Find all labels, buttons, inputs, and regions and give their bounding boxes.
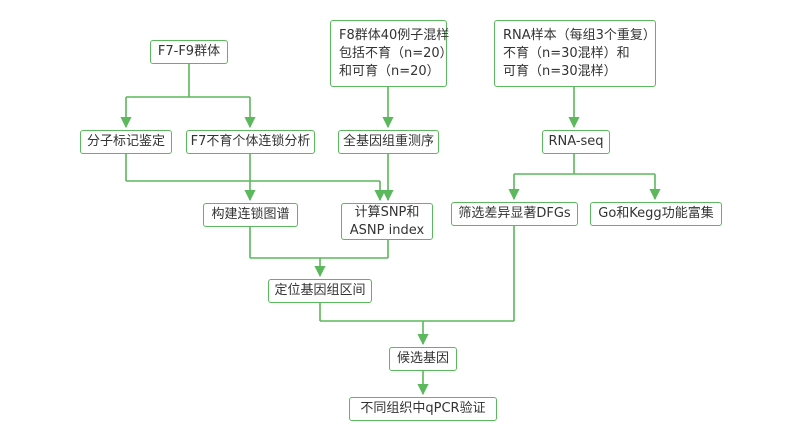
node-label-line: 包括不育（n=20）: [339, 45, 453, 61]
node-snp-index: 计算SNP和 ASNP index: [341, 203, 433, 240]
node-whole-genome-resequencing: 全基因组重测序: [338, 130, 439, 154]
node-label: F7不育个体连锁分析: [190, 134, 311, 149]
node-label: 候选基因: [396, 351, 449, 366]
node-label-line: 计算SNP和: [354, 204, 420, 220]
node-label-line: RNA样本（每组3个重复）: [503, 27, 656, 43]
node-rna-seq: RNA-seq: [542, 130, 610, 154]
node-screen-dfgs: 筛选差异显著DFGs: [451, 202, 578, 226]
node-label-line: 可育（n=30混样）: [503, 63, 617, 79]
node-label: 全基因组重测序: [342, 134, 434, 149]
node-label-line: 和可育（n=20）: [339, 63, 440, 79]
node-label: 构建连锁图谱: [211, 207, 290, 222]
node-f7-f9-population: F7-F9群体: [150, 40, 228, 64]
node-rna-samples: RNA样本（每组3个重复） 不育（n=30混样）和 可育（n=30混样）: [494, 20, 656, 87]
node-go-kegg-enrichment: Go和Kegg功能富集: [590, 202, 722, 226]
node-f8-mixed-samples: F8群体40例子混样 包括不育（n=20） 和可育（n=20）: [330, 20, 453, 87]
node-label-line: F8群体40例子混样: [339, 27, 450, 43]
node-candidate-genes: 候选基因: [389, 347, 457, 371]
node-f7-linkage-analysis: F7不育个体连锁分析: [186, 130, 315, 154]
node-label: Go和Kegg功能富集: [598, 206, 714, 221]
node-qpcr-validation: 不同组织中qPCR验证: [349, 397, 497, 421]
node-label: 筛选差异显著DFGs: [458, 206, 571, 221]
node-label: 分子标记鉴定: [86, 134, 165, 149]
node-label-line: ASNP index: [349, 222, 425, 238]
node-molecular-marker: 分子标记鉴定: [80, 130, 172, 154]
node-label: F7-F9群体: [157, 44, 221, 59]
node-locate-genome-region: 定位基因组区间: [268, 279, 372, 303]
node-label: 不同组织中qPCR验证: [360, 401, 486, 416]
node-label-line: 不育（n=30混样）和: [503, 45, 630, 61]
node-label: RNA-seq: [548, 134, 604, 149]
node-build-linkage-map: 构建连锁图谱: [203, 203, 298, 227]
node-label: 定位基因组区间: [274, 283, 366, 298]
